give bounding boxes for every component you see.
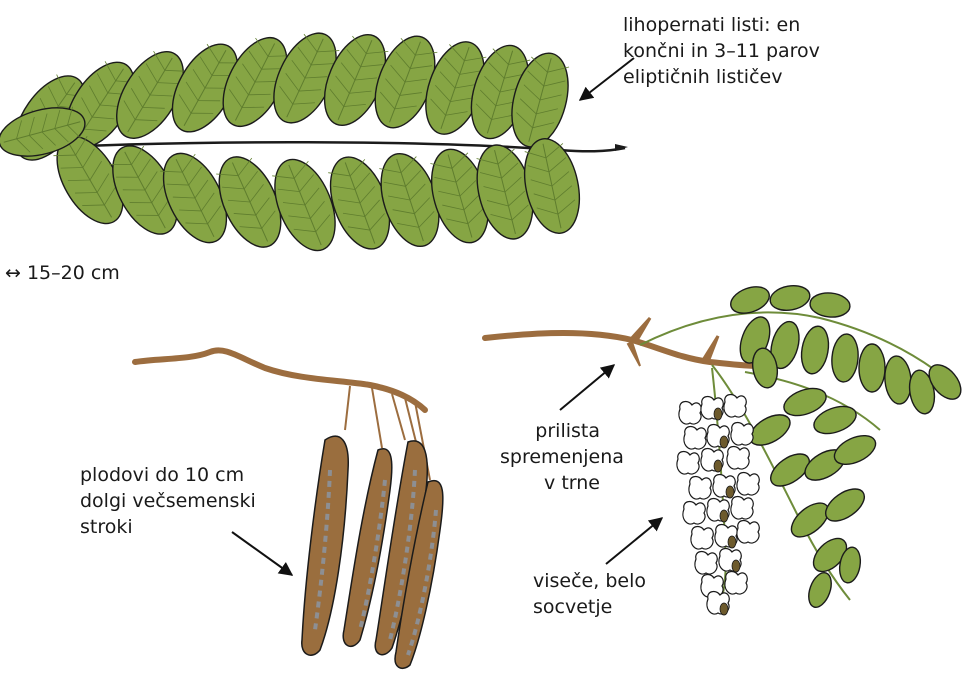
flowers-label-line: socvetje (533, 594, 646, 620)
white-raceme (677, 368, 759, 615)
leaflet (768, 283, 812, 314)
scale-label: ↔ 15–20 cm (5, 260, 120, 286)
flowers-label: viseče, belo socvetje (533, 568, 646, 620)
flower (713, 475, 735, 498)
flower (725, 572, 747, 595)
flower (731, 423, 753, 446)
leaf-label-line: eliptičnih lističev (623, 64, 820, 90)
flower (677, 452, 699, 475)
thorns-label-line: spremenjena (500, 444, 600, 470)
thorn (630, 318, 650, 342)
flower (719, 549, 741, 572)
leaf-label-line: končni in 3–11 parov (623, 38, 820, 64)
pointer-arrows (232, 58, 662, 575)
leaflet (820, 483, 870, 528)
pods-label-line: plodovi do 10 cm (80, 462, 256, 488)
flower (737, 521, 759, 544)
flowers-label-line: viseče, belo (533, 568, 646, 594)
pods-label-line: stroki (80, 514, 256, 540)
flower (731, 497, 753, 520)
thorns-label: prilista spremenjena v trne (500, 418, 600, 496)
flower (691, 527, 713, 550)
leaf-label: lihopernati listi: en končni in 3–11 par… (623, 12, 820, 90)
thorny-branch (485, 318, 760, 366)
flower (679, 402, 701, 425)
thorns-label-line: prilista (500, 418, 600, 444)
leaflet (883, 355, 913, 405)
leaflet (804, 570, 835, 611)
flower (701, 449, 723, 472)
flower (695, 552, 717, 575)
compound-leaf (0, 24, 628, 260)
leaflet (830, 333, 860, 383)
flower (683, 502, 705, 525)
leaflet (809, 291, 851, 318)
arrow-flowers (606, 518, 662, 564)
pods-label: plodovi do 10 cm dolgi večsemenski strok… (80, 462, 256, 540)
leaflet (859, 344, 885, 392)
flower (707, 592, 729, 615)
flower (707, 425, 729, 448)
flower (701, 397, 723, 420)
thorn (703, 336, 718, 362)
seed-pod (302, 436, 348, 655)
leaflet (798, 324, 832, 376)
flower (684, 427, 706, 450)
pods-label-line: dolgi večsemenski (80, 488, 256, 514)
flower (689, 477, 711, 500)
leaf-label-line: lihopernati listi: en (623, 12, 820, 38)
flower (727, 447, 749, 470)
arrow-thorns (560, 365, 614, 410)
flower (715, 525, 737, 548)
flower (737, 473, 759, 496)
flower (707, 499, 729, 522)
thorns-label-line: v trne (500, 470, 600, 496)
flower (724, 395, 746, 418)
